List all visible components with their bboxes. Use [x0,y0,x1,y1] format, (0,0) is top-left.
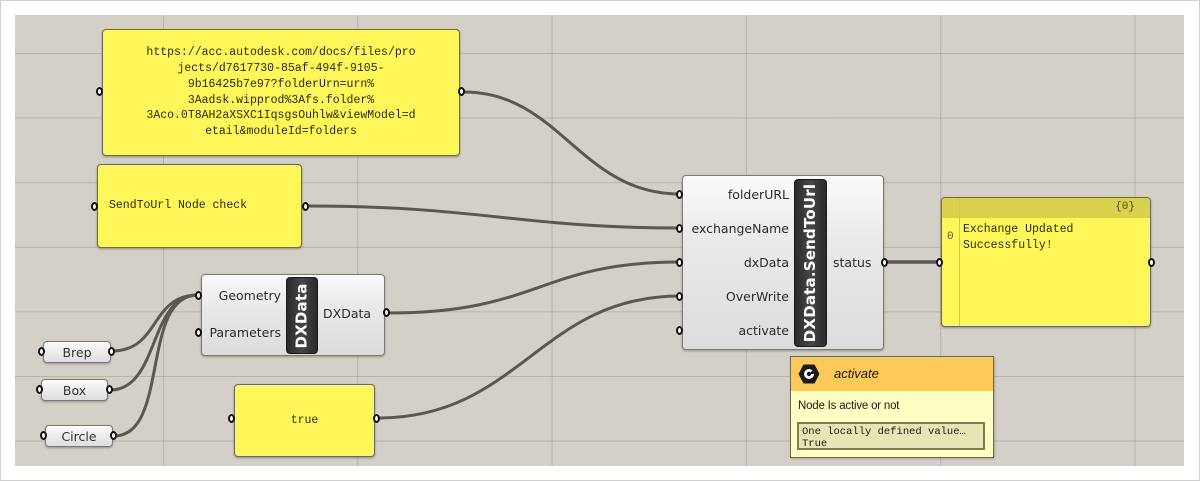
circle-label: Circle [61,428,97,444]
dxdata-input-port[interactable] [676,258,683,267]
activate-input-port[interactable] [676,326,683,335]
overwrite-input-port[interactable] [676,292,683,301]
hexagon-boolean-icon [798,364,820,384]
circle-param[interactable]: Circle [45,425,113,447]
brep-input-port[interactable] [38,347,45,356]
geometry-input-label: Geometry [218,288,281,303]
item-index: 0 [947,231,954,243]
output-panel-gutter [959,198,960,326]
activate-tooltip: activate Node Is active or not One local… [790,356,994,458]
dxdata-output-label: DXData [323,306,372,321]
exchangename-input-port[interactable] [676,224,683,233]
tooltip-header [791,357,993,391]
folder-url-text: https://acc.autodesk.com/docs/files/pro … [146,46,416,139]
overwrite-input-label: OverWrite [725,289,789,304]
folderurl-input-port[interactable] [676,190,683,199]
exchange-name-text: SendToUrl Node check [109,199,248,213]
status-output-label: status [833,255,872,270]
parameters-input-port[interactable] [195,328,202,337]
dxdata-nickname-tab[interactable]: DXData [286,277,318,354]
box-param[interactable]: Box [41,379,108,401]
sendtourl-nickname-tab[interactable]: DXData.SendToUrl [794,179,827,347]
brep-label: Brep [62,344,92,360]
exchange-name-panel[interactable]: SendToUrl Node check [97,164,302,248]
status-output-panel[interactable]: {0} 0 Exchange Updated Successfully! [941,197,1151,327]
geometry-input-port[interactable] [195,291,202,300]
dxdata-input-label: dxData [743,255,789,270]
boolean-panel-output-port[interactable] [373,414,380,423]
output-panel-input-port[interactable] [936,258,943,267]
tooltip-title: activate [834,366,879,381]
circle-output-port[interactable] [110,431,117,440]
url-panel-output-port[interactable] [458,87,465,96]
url-panel-input-port[interactable] [96,87,103,96]
exchange-panel-input-port[interactable] [91,202,98,211]
folder-url-panel[interactable]: https://acc.autodesk.com/docs/files/pro … [102,29,460,156]
box-output-port[interactable] [106,385,113,394]
sendtourl-nickname: DXData.SendToUrl [801,183,820,343]
parameters-input-label: Parameters [209,325,281,340]
exchange-panel-output-port[interactable] [302,202,309,211]
output-panel-header [942,198,1150,218]
dxdata-nickname: DXData [293,282,311,349]
tooltip-value-box: One locally defined value… True [797,422,985,450]
data-path-label: {0} [1115,201,1135,213]
boolean-panel-input-port[interactable] [228,414,235,423]
dxdata-component[interactable]: Geometry Parameters DXData DXData [201,274,385,356]
box-label: Box [62,382,87,398]
exchangename-input-label: exchangeName [691,221,789,236]
boolean-text: true [290,413,319,427]
box-input-port[interactable] [36,385,43,394]
brep-output-port[interactable] [108,347,115,356]
activate-input-label: activate [738,323,789,338]
dxdata-output-port[interactable] [383,308,390,317]
folderurl-input-label: folderURL [727,187,789,202]
status-output-port[interactable] [881,258,888,267]
output-panel-output-port[interactable] [1148,258,1155,267]
boolean-panel[interactable]: true [234,384,375,457]
circle-input-port[interactable] [40,431,47,440]
tooltip-description: Node Is active or not [798,400,900,412]
status-value-text: Exchange Updated Successfully! [963,223,1074,252]
sendtourl-component[interactable]: folderURL exchangeName dxData OverWrite … [682,175,884,350]
brep-param[interactable]: Brep [43,341,111,363]
